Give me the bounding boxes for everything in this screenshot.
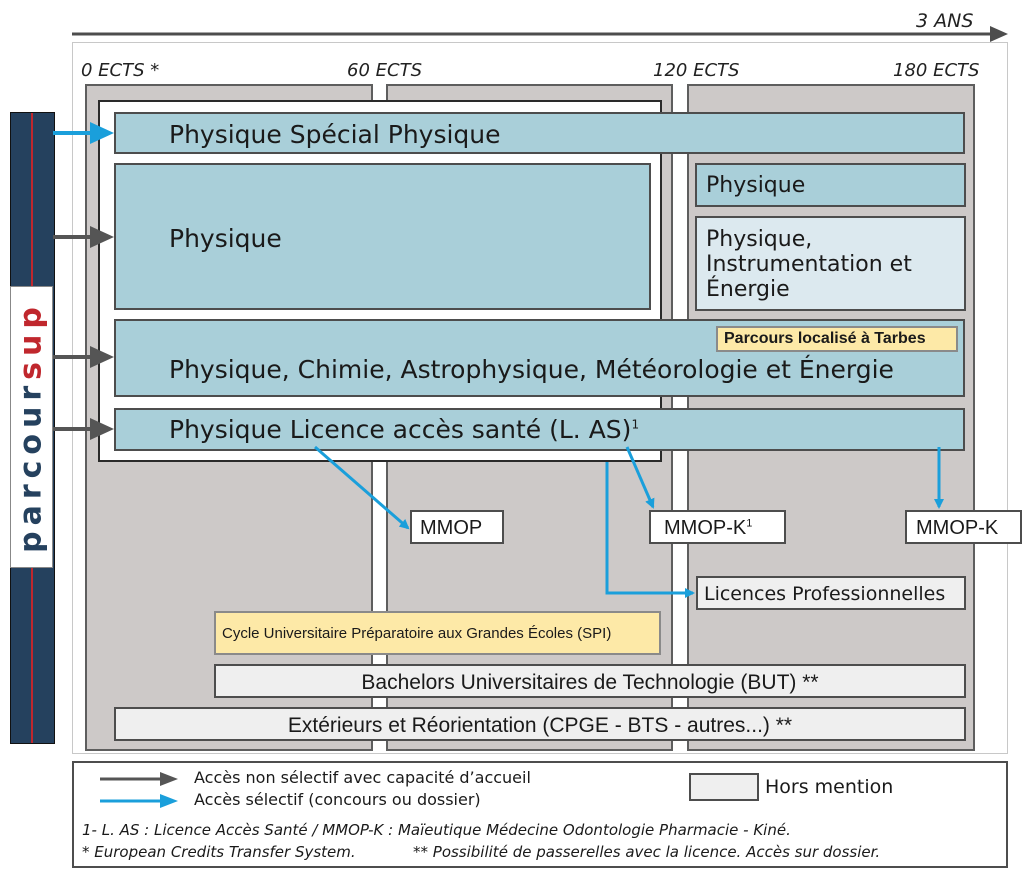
outcome-exterieurs[interactable]: Extérieurs et Réorientation (CPGE - BTS … (114, 707, 966, 741)
duration-arrow (72, 26, 1008, 42)
legend-grey-arrow (100, 772, 178, 786)
program-pcame-label: Physique, Chimie, Astrophysique, Météoro… (169, 355, 894, 384)
program-las-text: Physique Licence accès santé (L. AS) (169, 415, 632, 444)
ects-60-label: 60 ECTS (347, 60, 422, 81)
legend-note-passerelles: ** Possibilité de passerelles avec la li… (413, 843, 881, 861)
program-las-footnote: 1 (631, 417, 640, 432)
tarbes-badge-label: Parcours localisé à Tarbes (724, 330, 926, 347)
outcome-mmop[interactable]: MMOP (410, 510, 504, 544)
legend-note-ects: * European Credits Transfer System. (82, 843, 356, 861)
legend-selective-label: Accès sélectif (concours ou dossier) (194, 790, 481, 809)
outcome-cupge[interactable]: Cycle Universitaire Préparatoire aux Gra… (214, 611, 661, 655)
outcome-licences-pro[interactable]: Licences Professionnelles (696, 576, 966, 610)
outcome-cupge-label: Cycle Universitaire Préparatoire aux Gra… (222, 625, 612, 642)
program-physique-special-label: Physique Spécial Physique (169, 120, 501, 149)
outcome-mmopk1-footnote: 1 (746, 517, 753, 530)
ects-180-label: 180 ECTS (893, 60, 980, 81)
outcome-but-label: Bachelors Universitaires de Technologie … (361, 671, 819, 694)
tarbes-badge: Parcours localisé à Tarbes (716, 326, 958, 352)
program-las[interactable]: Physique Licence accès santé (L. AS)1 (114, 408, 965, 451)
outcome-licences-pro-label: Licences Professionnelles (704, 583, 946, 605)
parcoursup-logo-part1: parcour (13, 379, 49, 553)
duration-label: 3 ANS (916, 10, 974, 32)
outcome-mmopk1[interactable]: MMOP-K1 (649, 510, 786, 544)
program-las-label: Physique Licence accès santé (L. AS)1 (169, 415, 639, 444)
outcome-mmopk-label: MMOP-K (916, 517, 999, 539)
outcome-mmopk[interactable]: MMOP-K (905, 510, 1022, 544)
program-pie-line2: Instrumentation et (706, 252, 912, 277)
legend: Accès non sélectif avec capacité d’accue… (72, 761, 1008, 868)
ects-0-label: 0 ECTS * (81, 60, 160, 81)
outcome-exterieurs-label: Extérieurs et Réorientation (CPGE - BTS … (287, 714, 793, 737)
program-pie[interactable]: Physique, Instrumentation et Énergie (695, 216, 966, 311)
parcoursup-logo-panel (10, 286, 53, 568)
parcoursup-logo: parcoursup (14, 301, 49, 553)
program-physique-l3[interactable]: Physique (695, 163, 966, 207)
outcome-mmop-label: MMOP (420, 517, 483, 539)
outcome-but[interactable]: Bachelors Universitaires de Technologie … (214, 664, 966, 698)
outcome-mmopk1-label: MMOP-K1 (664, 517, 752, 540)
legend-non-selective-label: Accès non sélectif avec capacité d’accue… (194, 768, 531, 787)
legend-hors-mention-swatch (689, 773, 759, 801)
outcome-mmopk1-text: MMOP-K (664, 517, 747, 539)
program-pie-line1: Physique, (706, 227, 813, 252)
legend-note-las: 1- L. AS : Licence Accès Santé / MMOP-K … (82, 821, 791, 839)
program-physique-label: Physique (169, 224, 282, 253)
legend-hors-mention-label: Hors mention (765, 776, 894, 798)
parcoursup-logo-part2: sup (13, 301, 49, 380)
program-physique-special[interactable]: Physique Spécial Physique (114, 112, 965, 154)
legend-blue-arrow (100, 794, 178, 808)
program-physique-l3-label: Physique (706, 173, 806, 198)
program-physique[interactable]: Physique (114, 163, 651, 310)
program-pie-line3: Énergie (706, 277, 790, 302)
ects-120-label: 120 ECTS (653, 60, 740, 81)
